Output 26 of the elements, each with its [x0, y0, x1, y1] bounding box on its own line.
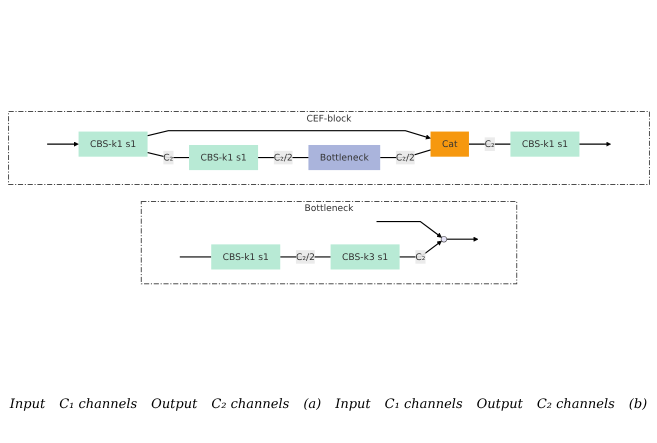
arrow	[399, 240, 442, 258]
node-circle	[440, 236, 447, 242]
group-title: Bottleneck	[304, 202, 353, 214]
note-label: Output	[151, 397, 198, 412]
node-box: CBS-k1 s1	[510, 131, 579, 157]
note-label: Input	[335, 397, 371, 412]
node-box: Cat	[430, 131, 468, 157]
note-label: (a)	[303, 397, 322, 412]
node-box: CBS-k1 s1	[188, 144, 258, 170]
note-label: (b)	[628, 397, 648, 412]
note-label: C₁ channels	[59, 397, 138, 412]
group-title: CEF-block	[306, 112, 351, 124]
note-label: Input	[10, 397, 46, 412]
note-label: Output	[476, 397, 523, 412]
node-box: CBS-k1 s1	[78, 131, 148, 157]
node-box: CBS-k1 s1	[210, 244, 280, 270]
arrow	[146, 130, 430, 140]
node-box: CBS-k3 s1	[330, 244, 400, 270]
arrow	[446, 236, 478, 242]
node-box: Bottleneck	[308, 144, 380, 170]
arrow	[578, 141, 611, 146]
note-label: C₂ channels	[211, 397, 290, 412]
arrow	[46, 141, 78, 146]
arrow	[376, 220, 442, 238]
note-label: C₂ channels	[536, 397, 615, 412]
note-label: C₁ channels	[384, 397, 463, 412]
